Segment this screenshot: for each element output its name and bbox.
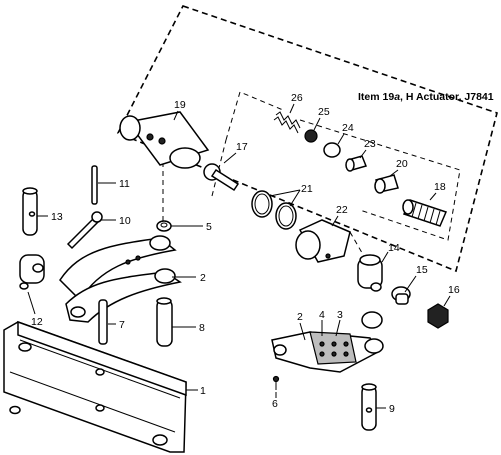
- callout-26: 26: [291, 92, 303, 104]
- callout-21: 21: [301, 183, 313, 195]
- pin-lower: [361, 383, 377, 431]
- clevis-joint: [357, 254, 383, 292]
- callout-4: 4: [319, 309, 325, 321]
- arm-left: [59, 235, 182, 323]
- axis-guide-22-14: [349, 231, 366, 259]
- long-pin: [22, 187, 38, 236]
- exploded-view-boundary: [116, 5, 498, 273]
- sleeve: [295, 219, 351, 263]
- callout-22: 22: [336, 204, 348, 216]
- callout-23: 23: [364, 138, 376, 150]
- title-rest: , H Actuator, J7841: [400, 91, 494, 103]
- clevis: [19, 254, 45, 290]
- callout-17: 17: [236, 141, 248, 153]
- plug: [345, 155, 368, 172]
- headed-pin: [66, 211, 103, 250]
- callout-19: 19: [174, 99, 186, 111]
- pin: [156, 297, 173, 347]
- callout-7: 7: [119, 319, 125, 331]
- ball: [304, 129, 318, 143]
- inner-guide-right: [299, 119, 461, 241]
- callout-18: 18: [434, 181, 446, 193]
- title-suffix: a: [394, 91, 400, 103]
- spring: [273, 111, 301, 134]
- bolt: [203, 163, 240, 192]
- callout-3: 3: [337, 309, 343, 321]
- callout-6: 6: [272, 398, 278, 410]
- title-prefix: Item 19: [358, 91, 394, 103]
- callout-8: 8: [199, 322, 205, 334]
- callout-10: 10: [119, 215, 131, 227]
- screw: [374, 174, 399, 194]
- callout-12: 12: [31, 316, 43, 328]
- threaded-rod: [402, 199, 448, 227]
- thin-rod: [91, 165, 98, 205]
- callout-2: 2: [297, 311, 303, 323]
- callout-15: 15: [416, 264, 428, 276]
- callout-2: 2: [200, 272, 206, 284]
- bracket-right: [271, 311, 384, 373]
- callout-20: 20: [396, 158, 408, 170]
- callout-16: 16: [448, 284, 460, 296]
- nut: [427, 303, 449, 329]
- diagram-title: Item 19a, H Actuator, J7841: [358, 91, 494, 103]
- callout-labels: 1 2 2 3 4 5 6 7 8 9 10 11 12 13 14 15 16…: [31, 92, 460, 415]
- thin-pin: [98, 299, 108, 345]
- leader-lines: [27, 103, 451, 409]
- callout-14: 14: [388, 242, 400, 254]
- small-washer: [156, 220, 172, 232]
- small-cylinder: [323, 142, 341, 158]
- callout-11: 11: [119, 178, 130, 190]
- callout-25: 25: [318, 106, 330, 118]
- bushing: [391, 286, 411, 305]
- small-screw: [272, 375, 280, 390]
- callout-9: 9: [389, 403, 395, 415]
- base-housing: [3, 320, 187, 453]
- callout-1: 1: [200, 385, 206, 397]
- callout-5: 5: [206, 221, 212, 233]
- o-rings: [251, 190, 297, 230]
- inner-guide-upper: [225, 91, 284, 141]
- actuator-body: [119, 111, 210, 169]
- callout-13: 13: [51, 211, 63, 223]
- callout-24: 24: [342, 122, 354, 134]
